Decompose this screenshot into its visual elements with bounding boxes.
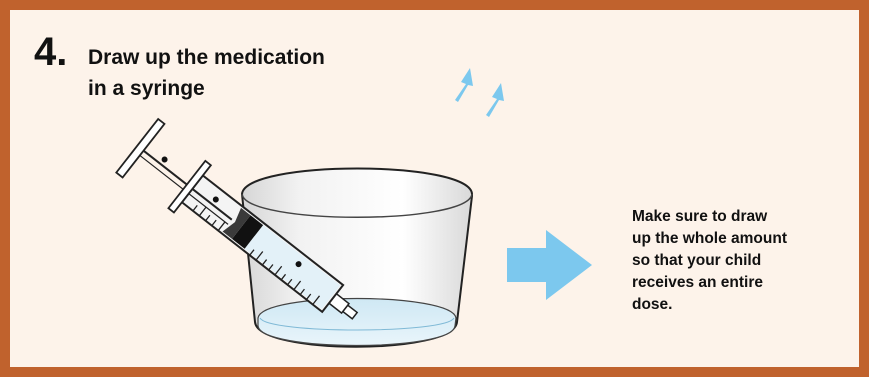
arrow-up-icon	[455, 68, 504, 117]
arrow-right-icon	[507, 230, 592, 300]
